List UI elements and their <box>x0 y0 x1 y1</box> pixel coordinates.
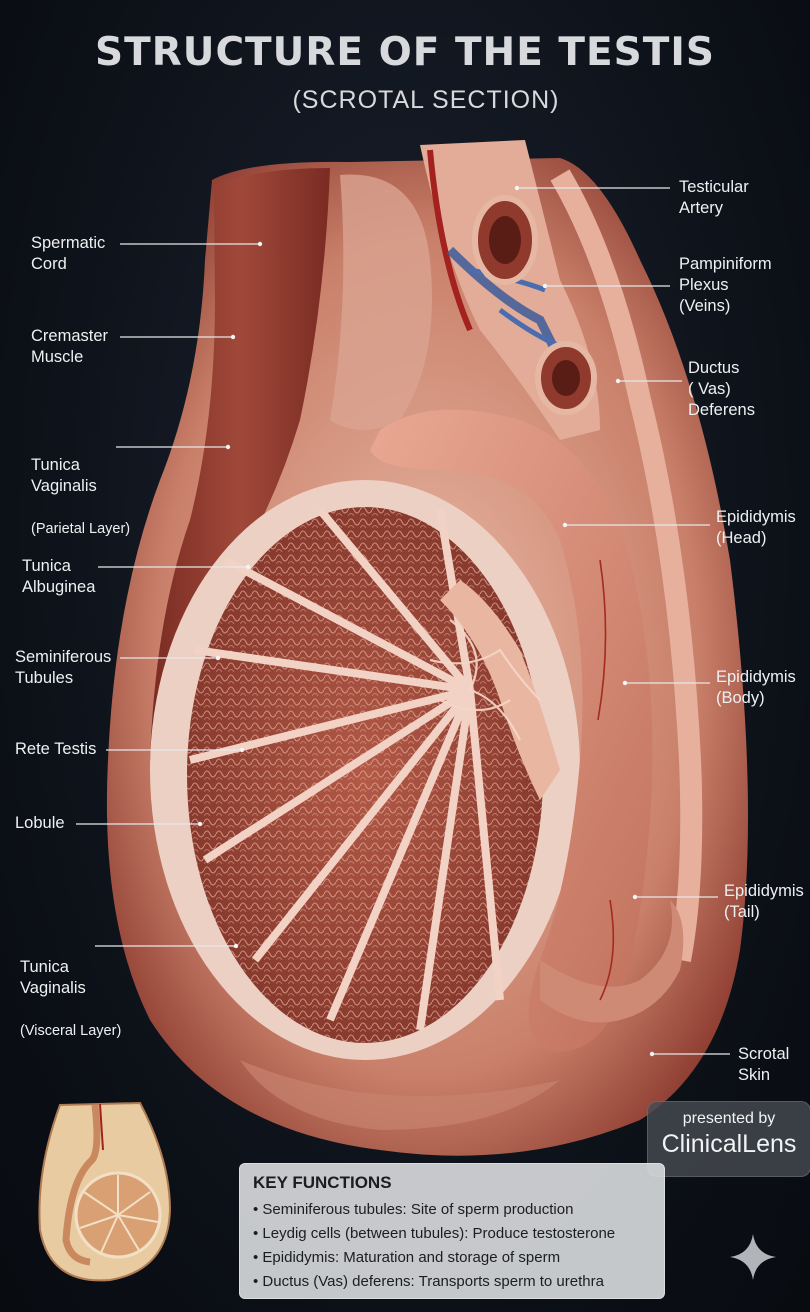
presenter-badge: presented by ClinicalLens <box>647 1101 810 1177</box>
presented-by-text: presented by <box>682 1110 776 1127</box>
label-tunica-vaginalis-parietal-sub: (Parietal Layer) <box>31 521 131 537</box>
label-scrotal-skin: Scrotal Skin <box>738 1045 790 1084</box>
label-epididymis-head: Epididymis (Head) <box>716 508 796 547</box>
label-cremaster-muscle: Cremaster Muscle <box>31 327 109 366</box>
leader-lines <box>76 187 730 1055</box>
label-tunica-vaginalis-visceral: Tunica Vaginalis (Visceral Layer) <box>20 936 121 1042</box>
sparkle-icon <box>730 1234 776 1280</box>
label-epididymis-body: Epididymis (Body) <box>716 668 796 707</box>
key-function-item: Leydig cells (between tubules): Produce … <box>253 1222 664 1246</box>
key-function-item: Epididymis: Maturation and storage of sp… <box>253 1246 664 1270</box>
label-tunica-vaginalis-visceral-text: Tunica Vaginalis <box>20 958 86 997</box>
key-functions-box: KEY FUNCTIONS Seminiferous tubules: Site… <box>239 1163 665 1299</box>
label-seminiferous-tubules: Seminiferous Tubules <box>15 648 112 687</box>
ductus-deferens-shape <box>550 169 703 963</box>
page-title: STRUCTURE OF THE TESTIS <box>95 30 715 75</box>
thumbnail-diagram <box>38 1101 172 1282</box>
epididymis-shape <box>370 409 653 1052</box>
label-tunica-vaginalis-parietal: Tunica Vaginalis (Parietal Layer) <box>31 434 130 540</box>
brand-name: ClinicalLens <box>661 1130 797 1158</box>
label-tunica-vaginalis-parietal-text: Tunica Vaginalis <box>31 456 97 495</box>
key-function-item: Seminiferous tubules: Site of sperm prod… <box>253 1198 664 1222</box>
label-testicular-artery: Testicular Artery <box>679 178 749 217</box>
label-lobule: Lobule <box>15 814 65 832</box>
label-spermatic-cord: Spermatic Cord <box>31 234 106 273</box>
label-rete-testis: Rete Testis <box>15 740 97 758</box>
label-epididymis-tail: Epididymis (Tail) <box>724 882 804 921</box>
key-functions-heading: KEY FUNCTIONS <box>253 1173 392 1192</box>
septa <box>189 507 504 1031</box>
key-function-item: Ductus (Vas) deferens: Transports sperm … <box>253 1270 664 1294</box>
label-tunica-vaginalis-visceral-sub: (Visceral Layer) <box>20 1023 122 1039</box>
key-functions-list: Seminiferous tubules: Site of sperm prod… <box>253 1198 664 1294</box>
label-tunica-albuginea: Tunica Albuginea <box>22 557 96 596</box>
page-subtitle: (SCROTAL SECTION) <box>292 86 560 114</box>
label-ductus-deferens: Ductus ( Vas) Deferens <box>688 359 755 419</box>
label-pampiniform-plexus: Pampiniform Plexus (Veins) <box>679 255 772 315</box>
